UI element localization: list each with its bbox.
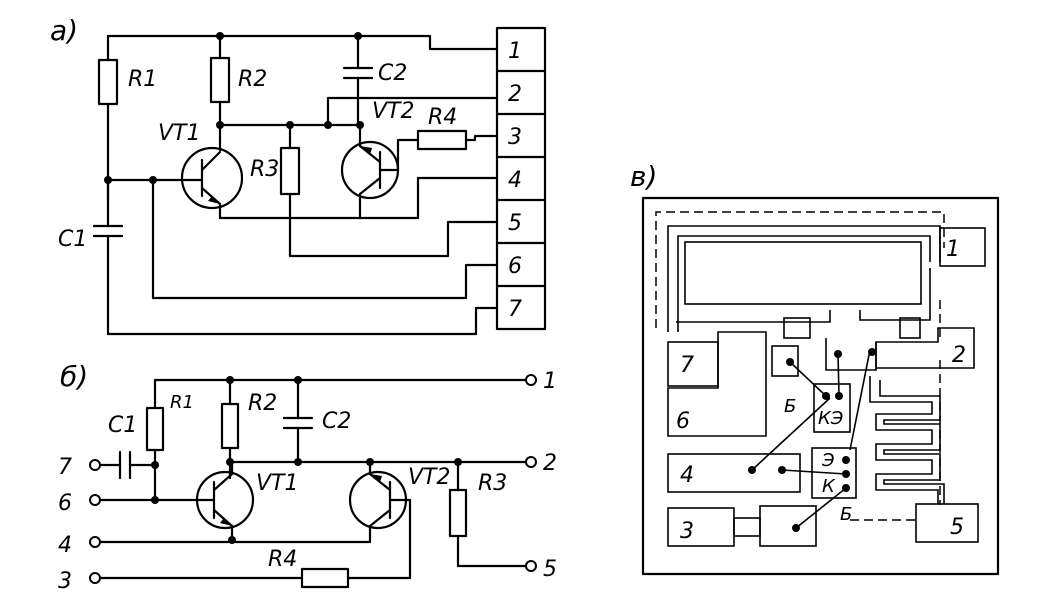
b-r3-resistor — [448, 488, 468, 538]
pad-4 — [667, 453, 801, 493]
b-terminal-6: 6 — [58, 491, 72, 516]
a-vt2-label: VT2 — [372, 99, 415, 124]
v-pad-1: 1 — [946, 237, 960, 262]
a-r4-label: R4 — [428, 105, 457, 130]
b-terminal-2: 2 — [543, 451, 557, 476]
a-r2-resistor — [209, 56, 231, 104]
panel-v-label: в) — [630, 160, 657, 193]
b-c2-label: C2 — [322, 409, 351, 434]
a-terminal-7: 7 — [508, 297, 522, 322]
v-pad-5: 5 — [950, 515, 964, 540]
b-r3-label: R3 — [478, 471, 507, 496]
b-r2-label: R2 — [248, 391, 277, 416]
b-terminal-3: 3 — [58, 569, 72, 594]
panel-a-schematic: а) 1 2 3 4 5 6 7 R1 C1 — [50, 14, 547, 336]
b-terminal-5: 5 — [543, 557, 557, 582]
a-terminal-2: 2 — [508, 82, 522, 107]
v-pad-4: 4 — [680, 463, 694, 488]
a-terminal-6: 6 — [508, 254, 522, 279]
a-vt1-label: VT1 — [158, 121, 201, 146]
b-vt2-transistor — [348, 460, 412, 532]
b-terminal-4: 4 — [58, 533, 72, 558]
panel-v-layout: в) 1 7 6 Б КЭ — [630, 160, 1000, 576]
a-c2-label: C2 — [378, 61, 407, 86]
b-r1-label: R1 — [170, 392, 194, 413]
v-t1-ke: КЭ — [818, 408, 844, 429]
substrate-outline — [641, 196, 1000, 576]
panel-b-label: б) — [60, 360, 88, 393]
panel-b-schematic: б) 1 R1 7 C1 6 R2 — [58, 360, 557, 594]
b-terminal-7: 7 — [58, 455, 72, 480]
panel-a-label: а) — [50, 14, 78, 47]
pad-3 — [667, 507, 735, 547]
a-r1-resistor — [97, 58, 119, 106]
b-vt1-label: VT1 — [256, 471, 299, 496]
v-pad-6: 6 — [676, 409, 690, 434]
transistor-1-die — [813, 383, 851, 433]
b-c1-label: C1 — [108, 413, 137, 438]
pad-5 — [915, 503, 979, 543]
a-r1-label: R1 — [128, 67, 157, 92]
v-pad-7: 7 — [680, 353, 694, 378]
v-t2-e: Э — [821, 450, 835, 471]
b-vt2-label: VT2 — [408, 465, 451, 490]
b-vt1-transistor — [195, 460, 255, 544]
capacitor-block — [759, 505, 817, 547]
v-t2-k: К — [822, 476, 836, 497]
terminal-strip-a: 1 2 3 4 5 6 7 — [495, 26, 547, 331]
v-t2-base: Б — [840, 504, 852, 525]
pad-1 — [939, 227, 986, 267]
v-t1-base: Б — [784, 396, 796, 417]
meander-resistor — [869, 376, 939, 504]
film-resistor — [684, 241, 922, 305]
a-terminal-1: 1 — [508, 39, 522, 64]
b-r1-resistor — [145, 406, 165, 452]
a-terminal-3: 3 — [508, 125, 522, 150]
b-r4-label: R4 — [268, 547, 297, 572]
a-r2-label: R2 — [238, 67, 267, 92]
a-r3-label: R3 — [250, 157, 279, 182]
v-pad-2: 2 — [952, 343, 966, 368]
a-r3-resistor — [279, 146, 301, 196]
a-c1-label: C1 — [58, 227, 87, 252]
b-r2-resistor — [220, 402, 240, 450]
a-r4-resistor — [416, 129, 468, 151]
b-r4-resistor — [300, 567, 350, 589]
v-pad-3: 3 — [680, 519, 694, 544]
a-vt2-transistor — [340, 123, 400, 220]
b-terminal-1: 1 — [543, 369, 557, 394]
a-terminal-4: 4 — [508, 168, 522, 193]
a-terminal-5: 5 — [508, 211, 522, 236]
